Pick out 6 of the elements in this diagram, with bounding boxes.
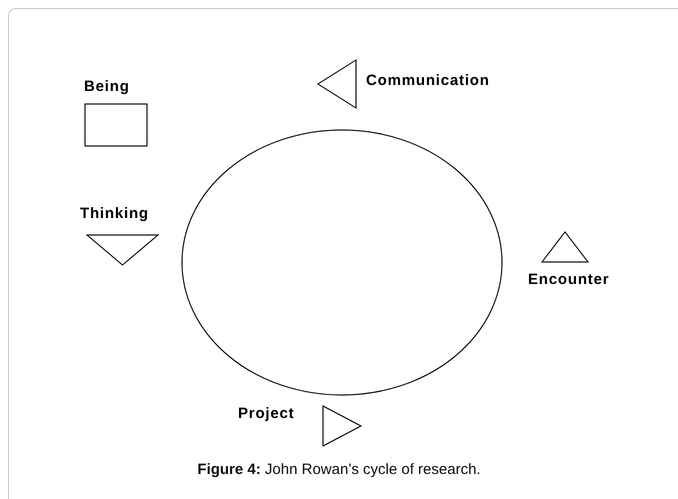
shape-label: Encounter bbox=[528, 272, 610, 288]
figure-caption: Figure 4: John Rowan’s cycle of research. bbox=[196, 461, 482, 478]
shape-label: Thinking bbox=[80, 206, 149, 222]
shape-label: Project bbox=[238, 406, 294, 422]
shape-label: Being bbox=[84, 79, 130, 95]
shape-label: Communication bbox=[366, 73, 490, 89]
